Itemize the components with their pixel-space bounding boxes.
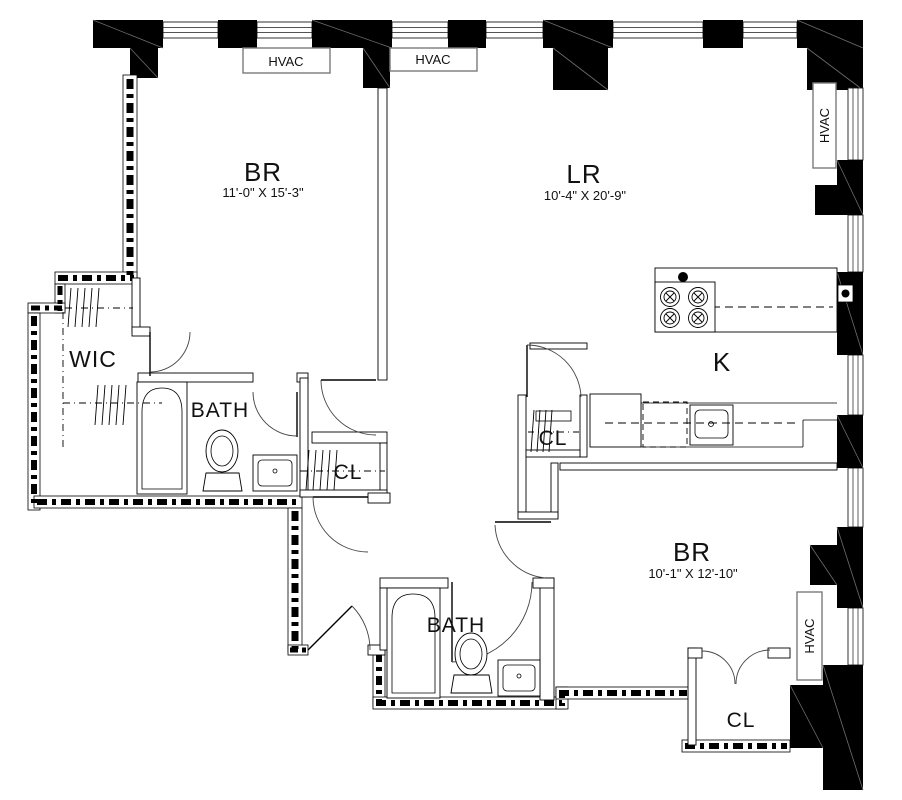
room-label-living-room: LR 10'-4" X 20'-9" bbox=[544, 159, 627, 203]
exterior-wall-top bbox=[92, 19, 864, 91]
hvac-unit bbox=[242, 47, 331, 74]
room-name: LR bbox=[566, 159, 601, 189]
bedroom2-door bbox=[494, 521, 551, 579]
hvac-label: HVAC bbox=[415, 52, 450, 67]
window bbox=[847, 354, 864, 416]
window bbox=[485, 21, 544, 39]
room-label-closet-2: CL bbox=[539, 427, 568, 450]
bathtub bbox=[386, 587, 441, 699]
window bbox=[847, 87, 864, 161]
room-label-closet-3: CL bbox=[727, 709, 756, 732]
closet3-french-doors bbox=[701, 649, 771, 685]
window bbox=[847, 607, 864, 666]
hvac-unit bbox=[796, 591, 823, 681]
refrigerator bbox=[589, 393, 642, 448]
room-name: BR bbox=[244, 157, 282, 187]
window bbox=[256, 21, 313, 39]
room-label-bath-2: BATH bbox=[427, 614, 485, 637]
room-label-bath-1: BATH bbox=[191, 399, 249, 422]
exterior-wall-right bbox=[789, 87, 864, 791]
room-label-closet-1: CL bbox=[334, 461, 363, 484]
hvac-label: HVAC bbox=[268, 54, 303, 69]
wic-closet-rods bbox=[62, 287, 162, 448]
hvac-label: HVAC bbox=[817, 108, 832, 143]
hall-door bbox=[312, 496, 369, 553]
room-dimension: 10'-4" X 20'-9" bbox=[544, 188, 627, 203]
bath1-door bbox=[252, 391, 298, 437]
window bbox=[742, 21, 798, 39]
closet1-rod bbox=[300, 449, 385, 491]
room-labels: BR 11'-0" X 15'-3" LR 10'-4" X 20'-9" WI… bbox=[69, 157, 756, 732]
room-label-bedroom-2: BR 10'-1" X 12'-10" bbox=[648, 537, 738, 581]
doors bbox=[149, 331, 771, 685]
bathtub bbox=[136, 381, 188, 495]
kitchen-counter-run bbox=[640, 402, 837, 448]
window bbox=[847, 467, 864, 528]
wall-outlet-dot bbox=[841, 289, 850, 298]
closet2-rod bbox=[528, 409, 580, 453]
room-dimension: 10'-1" X 12'-10" bbox=[648, 566, 738, 581]
window bbox=[162, 21, 219, 39]
dishwasher bbox=[642, 401, 688, 448]
hvac-unit bbox=[812, 82, 837, 169]
window bbox=[847, 214, 864, 273]
column-pillar bbox=[815, 185, 837, 215]
window bbox=[391, 21, 449, 39]
toilet-tank bbox=[450, 674, 493, 694]
stove-burners bbox=[660, 287, 708, 328]
room-label-wic: WIC bbox=[69, 346, 117, 372]
window bbox=[612, 21, 704, 39]
entry-door bbox=[307, 605, 371, 651]
column-pillar bbox=[218, 20, 257, 48]
interior-walls bbox=[131, 87, 838, 746]
closet2-alcove-door bbox=[526, 344, 582, 398]
room-name: BR bbox=[673, 537, 711, 567]
counter-fixture-dot bbox=[678, 272, 688, 282]
demising-walls bbox=[27, 74, 791, 753]
room-label-bedroom-1: BR 11'-0" X 15'-3" bbox=[222, 157, 304, 200]
column-pillar bbox=[448, 20, 486, 48]
room-label-kitchen: K bbox=[713, 347, 731, 377]
hvac-label: HVAC bbox=[802, 618, 817, 653]
column-pillar bbox=[703, 20, 743, 48]
toilet-tank bbox=[202, 472, 243, 492]
hvac-unit bbox=[389, 47, 478, 72]
hvac-units: HVAC HVAC HVAC HVAC bbox=[242, 47, 837, 681]
room-dimension: 11'-0" X 15'-3" bbox=[222, 185, 304, 200]
bedroom1-door bbox=[320, 379, 377, 436]
wic-door bbox=[149, 331, 191, 376]
fixtures bbox=[62, 267, 838, 699]
